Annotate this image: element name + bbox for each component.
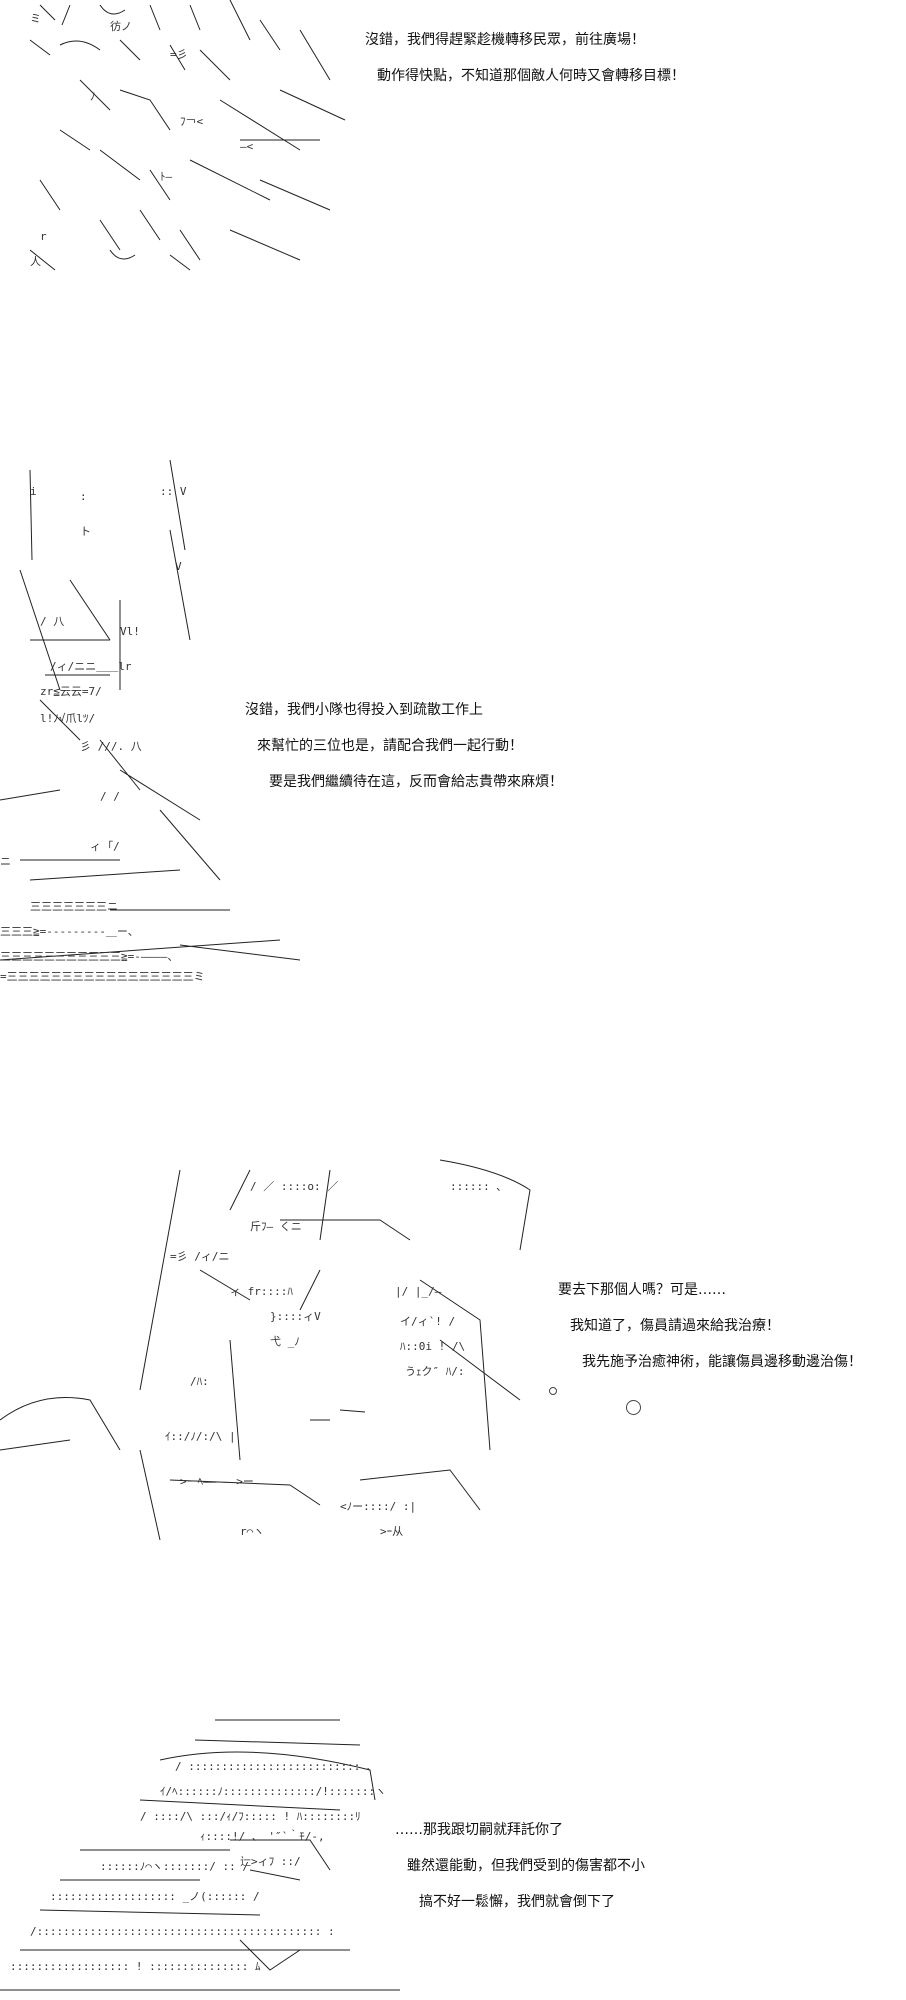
- svg-text:::::::ﾉ⌒ヽ:::::::/ :: /: ::::::ﾉ⌒ヽ:::::::/ :: /: [100, 1860, 249, 1873]
- svg-text:r⌒ヽ: r⌒ヽ: [240, 1525, 264, 1538]
- svg-text:人: 人: [30, 255, 41, 268]
- svg-text:zr≦云云=7/: zr≦云云=7/: [40, 685, 102, 698]
- svg-text:ﾉ: ﾉ: [90, 90, 96, 103]
- svg-text:/ :::::::::::::::::::::::::: ､: / :::::::::::::::::::::::::: ､: [175, 1760, 373, 1773]
- dialogue-line: 動作得快點，不知道那個敵人何時又會轉移目標！: [377, 68, 685, 84]
- ascii-art-figure-2: i::: V トV / 八Vl! /ィ/ニニ＿＿lr zr≦云云=7/ l!ﾉ√…: [0, 459, 301, 983]
- svg-text:>ーﾍ―― ― >ー: >ーﾍ―― ― >ー: [180, 1475, 254, 1488]
- svg-text:l!ﾉ√爪lﾂ/: l!ﾉ√爪lﾂ/: [40, 712, 95, 725]
- svg-text:=彡 /ィ/ニ: =彡 /ィ/ニ: [170, 1250, 230, 1263]
- dialogue-line: 我知道了，傷員請過來給我治療！: [570, 1318, 780, 1334]
- thought-bubble-small: [549, 1387, 557, 1395]
- dialogue-line: 要去下那個人嗎？可是……: [558, 1282, 726, 1298]
- svg-text:Vl!: Vl!: [120, 625, 140, 638]
- svg-text:=彡: =彡: [170, 48, 188, 61]
- svg-text:ィ ｢/: ィ ｢/: [90, 840, 120, 853]
- svg-text:<ﾉー::::/ :|: <ﾉー::::/ :|: [340, 1500, 416, 1513]
- svg-text:彷ノ: 彷ノ: [110, 19, 132, 33]
- svg-text:>ｰ从: >ｰ从: [380, 1525, 403, 1538]
- ascii-art-figure-3: / ／ ::::o: ／ :::::: ､ 斤ﾌ― くニ =彡 /ィ/ニ ィ f…: [0, 1159, 531, 1541]
- dialogue-line: 沒錯，我們得趕緊趁機轉移民眾，前往廣場！: [365, 32, 645, 48]
- ascii-art-figure-4: / :::::::::::::::::::::::::: ､ ｲ/ﾍ::::::…: [0, 1719, 400, 1991]
- svg-text::: :: [80, 490, 87, 503]
- dialogue-line: 我先施予治癒神術，能讓傷員邊移動邊治傷！: [582, 1354, 862, 1370]
- svg-text:ィ fr::::ﾊ: ィ fr::::ﾊ: [230, 1285, 293, 1298]
- svg-text:/ ／ ::::o: ／: / ／ ::::o: ／: [250, 1180, 338, 1193]
- dialogue-line: 沒錯，我們小隊也得投入到疏散工作上: [245, 702, 483, 718]
- svg-text::: V: :: V: [160, 485, 187, 498]
- svg-text:/ﾊ:: /ﾊ:: [190, 1375, 209, 1388]
- dialogue-line: 要是我們繼續待在這，反而會給志貴帶來麻煩！: [269, 774, 563, 790]
- svg-text:三三三三三三三三三三三≧=‐――――、: 三三三三三三三三三三三≧=‐――――、: [0, 950, 178, 963]
- svg-text:::::::::::::::::::: _ノ(::::::: ::::::::::::::::::: _ノ(:::::: /: [50, 1890, 260, 1903]
- svg-text:|/ |_/―: |/ |_/―: [395, 1285, 442, 1298]
- svg-text:}::::ィV: }::::ィV: [270, 1310, 321, 1323]
- svg-text:/ 八: / 八: [40, 615, 64, 628]
- svg-text:―<: ―<: [240, 140, 254, 153]
- svg-text:ｲ/ﾍ::::::ﾉ::::::::::::::/!::::: ｲ/ﾍ::::::ﾉ::::::::::::::/!:::::::ヽ: [160, 1785, 386, 1798]
- dialogue-line: 來幫忙的三位也是，請配合我們一起行動！: [257, 738, 523, 754]
- svg-text:辷>ィﾌ ::/: 辷>ィﾌ ::/: [240, 1855, 301, 1868]
- svg-text::::::: ､: :::::: ､: [450, 1180, 502, 1193]
- svg-text:ﾄ―: ﾄ―: [160, 170, 172, 183]
- svg-text:三三三≧=---------＿ー、: 三三三≧=---------＿ー、: [0, 925, 139, 938]
- svg-text:/ /: / /: [100, 790, 120, 803]
- svg-text:ミ: ミ: [30, 12, 41, 25]
- thought-bubble-large: [626, 1400, 641, 1415]
- svg-text:斤ﾌ― くニ: 斤ﾌ― くニ: [250, 1220, 302, 1233]
- svg-text:/ィ/ニニ＿＿lr: /ィ/ニニ＿＿lr: [50, 660, 132, 673]
- svg-text:ニ: ニ: [0, 855, 11, 868]
- panel-4: / :::::::::::::::::::::::::: ､ ｲ/ﾍ::::::…: [0, 1700, 906, 2000]
- svg-text:ト: ト: [80, 525, 91, 538]
- svg-text:ﾌ￢<: ﾌ￢<: [180, 115, 203, 128]
- svg-text:うｪク″ ﾊ/:: うｪク″ ﾊ/:: [405, 1365, 465, 1378]
- svg-text:ｲ::/ﾉ/:/\ |: ｲ::/ﾉ/:/\ |: [165, 1430, 236, 1443]
- svg-text:/ ::::/\ :::/ｨ/ﾌ::::: ! ﾊ:::::: / ::::/\ :::/ｨ/ﾌ::::: ! ﾊ::::::::ﾘ: [140, 1810, 361, 1823]
- svg-text:ﾊ::0i ! /\: ﾊ::0i ! /\: [400, 1340, 465, 1353]
- svg-text:三三三三三三三ニ: 三三三三三三三ニ: [30, 900, 118, 913]
- svg-text:ｨ::::!/ 、 '″`｀ﾓ/-,: ｨ::::!/ 、 '″`｀ﾓ/-,: [200, 1828, 325, 1843]
- ascii-art-figure-1: ミ彷ノ =彡 ﾉ ﾌ￢< ―< ﾄ― r人: [29, 0, 346, 271]
- svg-text:イ/ィ`! /: イ/ィ`! /: [400, 1315, 455, 1328]
- svg-text:弋 _ﾉ: 弋 _ﾉ: [270, 1335, 300, 1348]
- svg-text:彡 ///. 八: 彡 ///. 八: [80, 740, 142, 753]
- dialogue-line: 雖然還能動，但我們受到的傷害都不小: [407, 1858, 645, 1874]
- svg-text:r: r: [40, 230, 47, 243]
- dialogue-line: ……那我跟切嗣就拜託你了: [395, 1822, 563, 1838]
- svg-text:V: V: [175, 560, 182, 573]
- panel-3: / ／ ::::o: ／ :::::: ､ 斤ﾌ― くニ =彡 /ィ/ニ ィ f…: [0, 1150, 906, 1550]
- dialogue-line: 搞不好一鬆懈，我們就會倒下了: [419, 1894, 615, 1910]
- svg-text:i: i: [30, 485, 37, 498]
- svg-text:/:::::::::::::::::::::::::::::: /:::::::::::::::::::::::::::::::::::::::…: [30, 1925, 335, 1938]
- svg-text:=三三三三三三三三三三三三三三三三三ミ: =三三三三三三三三三三三三三三三三三ミ: [0, 970, 205, 983]
- svg-text::::::::::::::::::: ! :::::::::: :::::::::::::::::: ! ::::::::::::::: ﾑ: [10, 1960, 261, 1973]
